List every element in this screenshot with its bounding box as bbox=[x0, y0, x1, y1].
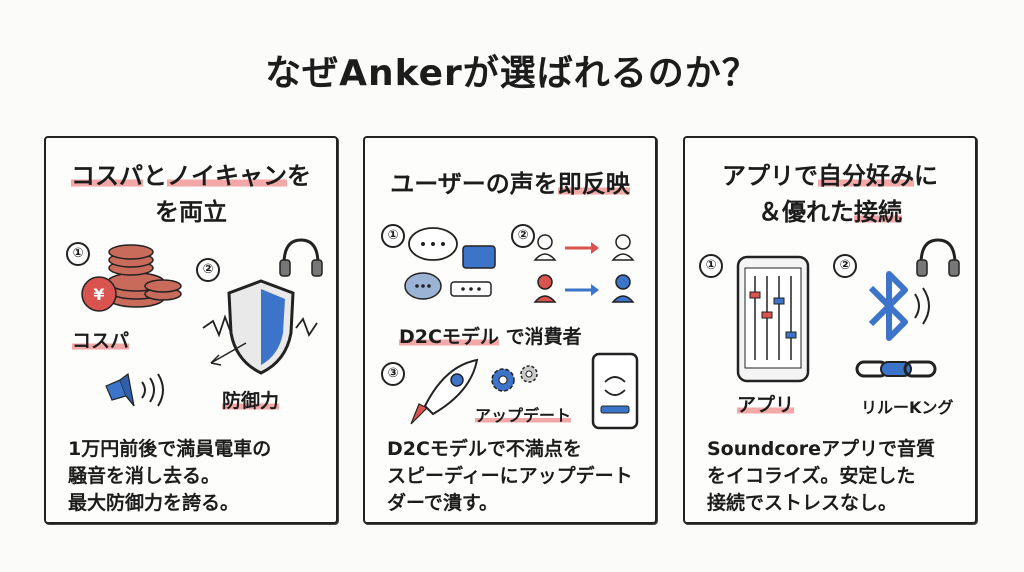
user-arrows-icon bbox=[533, 234, 635, 303]
svg-text:¥: ¥ bbox=[93, 285, 104, 304]
heading-highlight-sokuhanei: 即反映 bbox=[557, 170, 630, 198]
label-defense: 防御力 bbox=[222, 390, 280, 412]
heading-text: に bbox=[914, 162, 938, 190]
panel-cost-performance: コスパとノイキャンを を両立 ① ② ¥ コスパ 防御力 1万円前後で満員電車の… bbox=[44, 136, 338, 524]
heading-text: アプリで bbox=[722, 162, 818, 190]
panel-3-description: Soundcoreアプリで音質 をイコライズ。安定した 接続でストレスなし。 bbox=[707, 438, 935, 514]
bluetooth-icon bbox=[868, 271, 930, 341]
label-app: アプリ bbox=[737, 394, 795, 416]
heading-text: と bbox=[143, 162, 167, 190]
heading-highlight-jibungonomi: 自分好み bbox=[818, 162, 914, 190]
headphones-icon bbox=[916, 238, 960, 277]
step-number-2: ② bbox=[833, 254, 857, 278]
step-number-1: ① bbox=[699, 254, 723, 278]
label-link: リルーKング bbox=[861, 398, 954, 417]
panel-1-description: 1万円前後で満員電車の 騒音を消し去る。 最大防御力を誇る。 bbox=[68, 438, 272, 514]
label-d2c-model: D2Cモデル で消費者 bbox=[399, 326, 582, 348]
panel-user-feedback: ユーザーの声を即反映 ① ② ③ D2Cモデル で消費者 bbox=[363, 136, 657, 524]
page-title: なぜAnkerが選ばれるのか？ bbox=[265, 53, 759, 94]
equalizer-phone-icon bbox=[736, 255, 810, 383]
panel-2-heading: ユーザーの声を即反映 bbox=[365, 168, 655, 200]
heading-highlight-noican: ノイキャン bbox=[167, 162, 287, 190]
panel-3-heading-line1: アプリで自分好みに bbox=[685, 160, 975, 192]
heading-text: を bbox=[287, 162, 311, 190]
panel-2-description: D2Cモデルで不満点を スピーディーにアップデート ダーで潰す。 bbox=[387, 438, 633, 514]
step-number-3: ③ bbox=[381, 362, 405, 386]
label-update: アップデート bbox=[475, 406, 572, 425]
headphones-icon bbox=[279, 238, 323, 277]
heading-text: ＆優れた bbox=[758, 198, 854, 226]
chain-link-icon bbox=[855, 360, 937, 378]
phone-update-icon bbox=[591, 352, 639, 430]
step-number-1: ① bbox=[66, 242, 90, 266]
heading-highlight-cospa: コスパ bbox=[71, 162, 143, 190]
step-number-2: ② bbox=[196, 258, 220, 282]
sound-waves-icon bbox=[105, 372, 164, 407]
heading-text: ユーザーの声を bbox=[390, 170, 558, 198]
panel-1-heading-line1: コスパとノイキャンを bbox=[46, 160, 336, 192]
heading-highlight-setsuzoku: 接続 bbox=[854, 198, 902, 226]
chat-bubbles-icon bbox=[404, 227, 496, 300]
label-cospa: コスパ bbox=[72, 330, 130, 352]
coin-stack-icon: ¥ bbox=[81, 244, 182, 312]
shield-icon bbox=[202, 279, 318, 375]
panel-1-heading-line2: を両立 bbox=[155, 198, 227, 226]
gears-icon bbox=[491, 365, 538, 392]
step-number-1: ① bbox=[381, 224, 405, 248]
step-number-2: ② bbox=[511, 224, 535, 248]
panel-app-connection: アプリで自分好みに ＆優れた接続 ① ② アプリ リルーKング Soundcor… bbox=[683, 136, 977, 524]
panel-3-heading-line2: ＆優れた接続 bbox=[685, 196, 975, 228]
rocket-icon bbox=[410, 358, 479, 425]
